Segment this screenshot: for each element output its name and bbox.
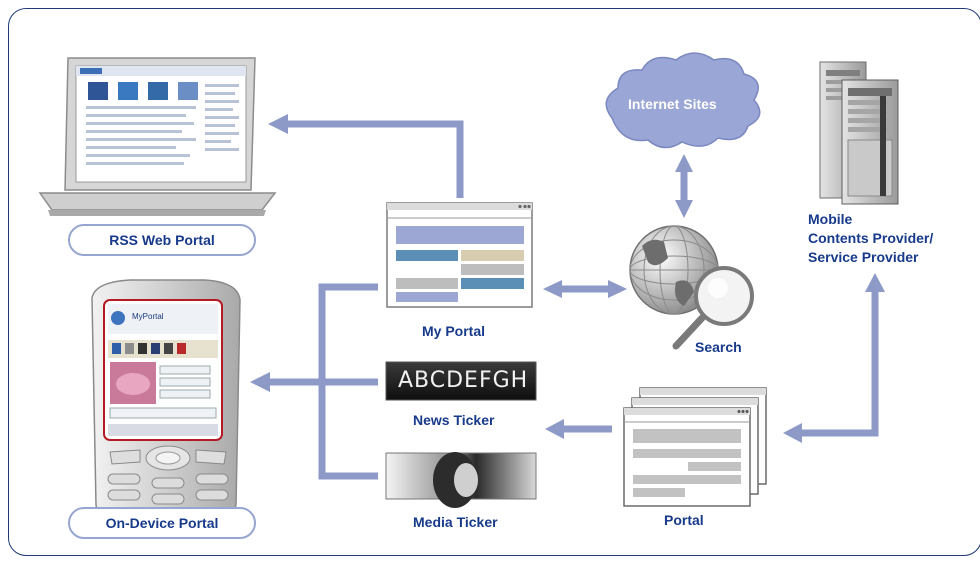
arrowhead-search-down: [675, 200, 693, 218]
arrowhead-to-phone: [250, 372, 270, 392]
arrowhead-to-news: [545, 419, 564, 439]
arrowhead-to-laptop: [268, 114, 288, 134]
news-ticker-text: ABCDEFGH: [398, 368, 529, 393]
arrowhead-provider-up: [865, 273, 885, 292]
arrowhead-myportal-left: [543, 280, 562, 298]
phone-app-name: MyPortal: [132, 312, 164, 321]
server-tower-icon: [819, 61, 899, 205]
news-ticker-label: News Ticker: [413, 412, 495, 428]
search-label: Search: [695, 339, 742, 355]
provider-label-line3: Service Provider: [808, 249, 919, 265]
search-globe-icon: [629, 225, 754, 350]
arrow-provider-portal: [800, 290, 879, 437]
internet-sites-label: Internet Sites: [628, 96, 717, 112]
arrowhead-to-portal: [783, 423, 802, 443]
on-device-portal-label: On-Device Portal: [68, 507, 256, 539]
internet-cloud-icon: [605, 52, 761, 149]
provider-label: Mobile Contents Provider/ Service Provid…: [808, 210, 933, 267]
arrowhead-cloud-up: [675, 154, 693, 172]
provider-label-line1: Mobile: [808, 211, 853, 227]
connectors: [250, 114, 885, 480]
my-portal-label: My Portal: [422, 323, 486, 339]
news-ticker-graphic: [385, 361, 537, 401]
rss-web-portal-label: RSS Web Portal: [68, 224, 256, 256]
media-ticker-label: Media Ticker: [413, 514, 498, 530]
portal-label: Portal: [664, 512, 704, 528]
media-ticker-graphic: [385, 452, 537, 508]
my-portal-window: [386, 202, 533, 308]
arrowhead-search-right: [608, 280, 627, 298]
phone-icon: [91, 279, 241, 523]
provider-label-line2: Contents Provider/: [808, 230, 934, 246]
portal-window-stack: [623, 387, 767, 507]
laptop-icon: [38, 57, 277, 216]
arrow-myportal-to-laptop: [285, 120, 464, 198]
